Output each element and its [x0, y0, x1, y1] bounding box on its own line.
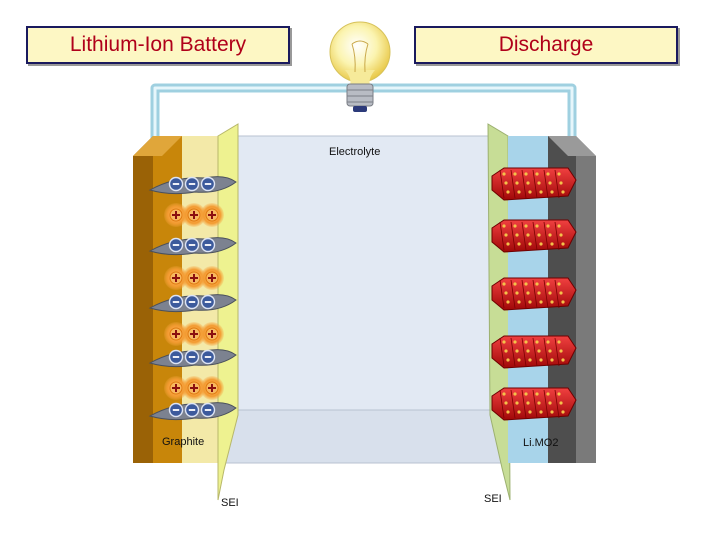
lithium-ion — [200, 203, 224, 227]
electron — [184, 237, 200, 253]
electron — [184, 294, 200, 310]
cathode-crystal — [491, 335, 577, 369]
lithium-ion — [200, 322, 224, 346]
graphite-sheet — [148, 349, 237, 368]
title-left-box: Lithium-Ion Battery — [26, 26, 290, 64]
lithium-ion — [182, 376, 206, 400]
lithium-ion — [182, 322, 206, 346]
electron — [184, 349, 200, 365]
title-lithium-ion-battery: Lithium-Ion Battery — [69, 33, 247, 56]
electron — [168, 237, 184, 253]
electron — [168, 294, 184, 310]
graphite-sheet — [148, 402, 237, 421]
title-right-box: Discharge — [414, 26, 678, 64]
cathode-crystal — [491, 387, 577, 421]
anode-particles — [148, 176, 237, 421]
electrolyte-region — [221, 135, 507, 464]
electron — [184, 402, 200, 418]
cathode-crystal — [491, 167, 577, 201]
electron — [200, 176, 216, 192]
label-sei-left: SEI — [221, 497, 239, 509]
cathode-crystal — [491, 277, 577, 311]
title-discharge: Discharge — [498, 33, 594, 56]
lithium-ion — [200, 376, 224, 400]
label-limo2: Li.MO2 — [523, 437, 559, 449]
lithium-ion — [200, 266, 224, 290]
lithium-ion — [182, 203, 206, 227]
electron — [200, 402, 216, 418]
light-bulb-icon — [329, 21, 391, 112]
electron — [200, 294, 216, 310]
lithium-ion — [164, 203, 188, 227]
electron — [184, 176, 200, 192]
cathode-crystal — [491, 219, 577, 253]
label-graphite: Graphite — [162, 436, 205, 448]
lithium-ion — [182, 266, 206, 290]
lithium-ion — [164, 322, 188, 346]
lithium-ion — [164, 266, 188, 290]
graphite-sheet — [148, 176, 237, 195]
label-sei-right: SEI — [484, 493, 502, 505]
label-electrolyte: Electrolyte — [329, 146, 381, 158]
lithium-ion — [164, 376, 188, 400]
electron — [168, 349, 184, 365]
electron — [200, 349, 216, 365]
electron — [200, 237, 216, 253]
electron — [168, 402, 184, 418]
graphite-sheet — [148, 237, 237, 256]
cathode-crystals — [491, 167, 577, 421]
graphite-sheet — [148, 294, 237, 313]
electron — [168, 176, 184, 192]
